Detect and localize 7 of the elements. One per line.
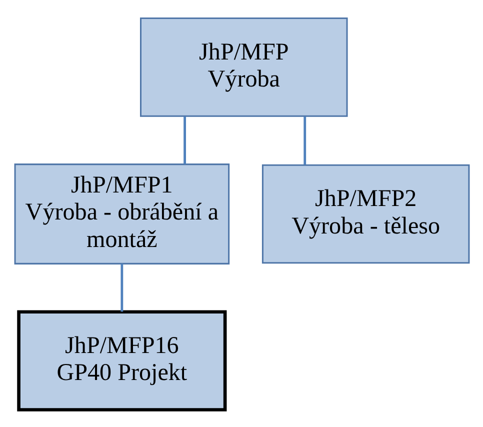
node-box: JhP/MFP1 Výroba - obrábění a montáž: [14, 163, 230, 264]
node-box: JhP/MFP2 Výroba - těleso: [261, 164, 470, 264]
connector: [120, 263, 123, 312]
connector: [183, 116, 186, 164]
node-box: JhP/MFP16 GP40 Projekt: [16, 310, 226, 411]
connector: [303, 116, 306, 164]
node-box: JhP/MFP Výroba: [140, 17, 348, 116]
